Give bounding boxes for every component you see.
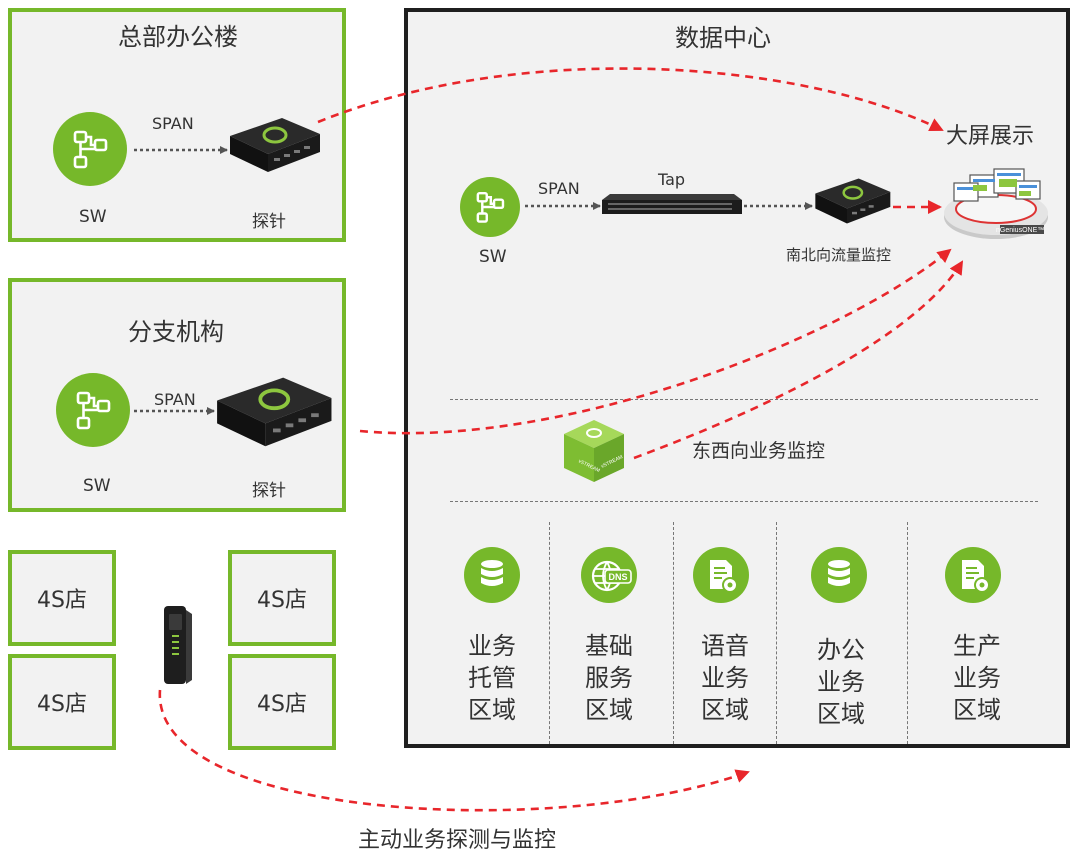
branch-title: 分支机构 xyxy=(128,318,224,346)
zone-label: 生产 业务 区域 xyxy=(953,632,1001,724)
hq-sw-label: SW xyxy=(79,207,107,227)
probe-appliance-icon xyxy=(230,118,320,172)
ew-monitor-label: 东西向业务监控 xyxy=(692,440,826,462)
active-probe-arrow xyxy=(158,689,750,812)
handheld-probe-icon xyxy=(164,606,192,684)
zone-label: 办公 业务 区域 xyxy=(817,636,865,728)
vstream-cube-icon: vSTREAM vSTREAM xyxy=(564,420,624,482)
store-box: 4S店 xyxy=(8,654,116,750)
separator-line xyxy=(450,501,1038,502)
zone-label: 语音 业务 区域 xyxy=(701,632,749,724)
separator-line xyxy=(450,399,1038,400)
vstream-to-display-arrow xyxy=(633,260,964,460)
branch-probe-label: 探针 xyxy=(252,481,286,501)
hq-probe-label: 探针 xyxy=(252,212,286,232)
tap-device-icon xyxy=(602,194,742,214)
zone-divider xyxy=(776,522,777,744)
switch-icon xyxy=(56,373,130,447)
zone-label: 基础 服务 区域 xyxy=(585,632,633,724)
switch-icon xyxy=(460,177,520,237)
dashboard-display-icon xyxy=(944,168,1048,239)
probe-appliance-icon xyxy=(217,377,332,447)
branch-to-display-arrow xyxy=(359,248,952,435)
ns-monitor-label: 南北向流量监控 xyxy=(786,246,892,264)
zone-divider xyxy=(907,522,908,744)
dns-label: DNS xyxy=(608,572,627,582)
dc-sw-label: SW xyxy=(479,247,507,267)
switch-icon xyxy=(53,112,127,186)
document-gear-icon xyxy=(945,547,1001,603)
hq-span-label: SPAN xyxy=(152,114,194,133)
datacenter-title: 数据中心 xyxy=(675,24,771,52)
branch-span-label: SPAN xyxy=(154,390,196,409)
active-probe-label: 主动业务探测与监控 xyxy=(358,828,557,853)
zone-divider xyxy=(549,522,550,744)
datacenter-panel xyxy=(404,8,1070,748)
tap-label: Tap xyxy=(658,170,686,189)
store-box: 4S店 xyxy=(8,550,116,646)
branch-sw-label: SW xyxy=(83,476,111,496)
hq-to-display-arrow xyxy=(317,67,944,132)
dns-globe-icon: DNS xyxy=(581,547,637,603)
store-box: 4S店 xyxy=(228,654,336,750)
display-label: 大屏展示 xyxy=(946,124,1035,149)
hq-title: 总部办公楼 xyxy=(118,23,238,51)
database-icon xyxy=(811,547,867,603)
zone-divider xyxy=(673,522,674,744)
dc-span-label: SPAN xyxy=(538,179,580,198)
store-box: 4S店 xyxy=(228,550,336,646)
probe-appliance-icon xyxy=(815,178,891,224)
server-brand-label: nGeniusONE™ xyxy=(996,227,1045,234)
database-icon xyxy=(464,547,520,603)
zone-label: 业务 托管 区域 xyxy=(468,632,516,724)
document-gear-icon xyxy=(693,547,749,603)
